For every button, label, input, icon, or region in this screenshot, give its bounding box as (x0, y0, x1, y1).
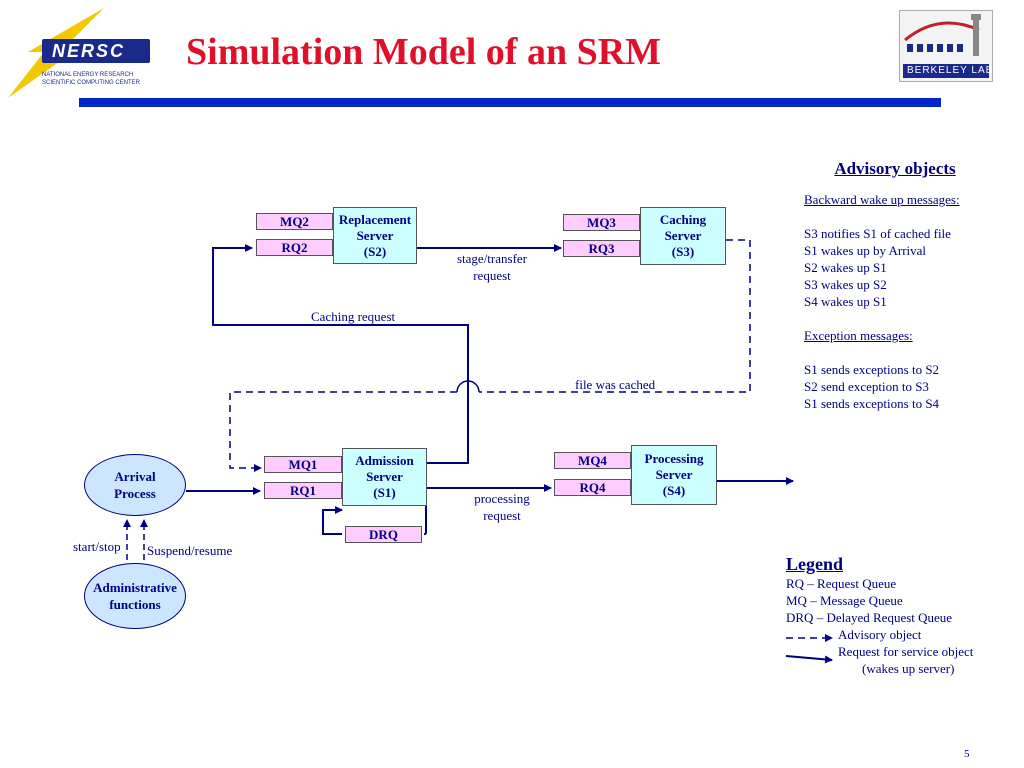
start-stop-label: start/stop (73, 539, 121, 554)
exception-item: S1 sends exceptions to S4 (804, 396, 940, 411)
legend-advisory-object: Advisory object (838, 627, 922, 642)
nersc-logo-subtext-2: SCIENTIFIC COMPUTING CENTER (42, 80, 141, 86)
rq2-queue: RQ2 (256, 239, 333, 256)
mq4-queue: MQ4 (554, 452, 631, 469)
s1-to-rq2-caching-request-arrow (212, 244, 469, 464)
page-number: 5 (964, 748, 970, 760)
advisory-objects-panel: Advisory objects Backward wake up messag… (790, 160, 1000, 412)
s3-line-3: (S3) (671, 244, 695, 259)
mq3-queue: MQ3 (563, 214, 640, 231)
admin-line-2: functions (109, 597, 161, 612)
stage-transfer-request-label: stage/transfer request (446, 250, 538, 284)
arrival-line-2: Process (114, 486, 156, 501)
exception-item: S1 sends exceptions to S2 (804, 362, 940, 377)
drq-loop-arrow (322, 506, 343, 535)
page-title: Simulation Model of an SRM (186, 31, 662, 73)
processing-server-s4: Processing Server (S4) (631, 445, 717, 505)
mq1-queue: MQ1 (264, 456, 342, 473)
stage-transfer-line-2: request (473, 268, 511, 283)
s1-line-1: Admission (355, 453, 414, 468)
backward-item: S3 notifies S1 of cached file (804, 226, 951, 241)
rq4-queue: RQ4 (554, 479, 631, 496)
berkeley-lab-logo: BERKELEY LAB (899, 10, 993, 82)
advisory-heading: Advisory objects (834, 159, 956, 178)
legend-request-object-note: (wakes up server) (862, 661, 955, 676)
legend-drq: DRQ – Delayed Request Queue (786, 610, 953, 625)
rq3-queue: RQ3 (563, 240, 640, 257)
replacement-server-s2: Replacement Server (S2) (333, 207, 417, 264)
nersc-logo-text: NERSC (52, 41, 126, 61)
backward-item: S1 wakes up by Arrival (804, 243, 927, 258)
s3-to-mq1-file-cached-arrow (479, 239, 751, 393)
header-banner-bar (79, 98, 941, 107)
arrival-line-1: Arrival (114, 469, 156, 484)
nersc-logo-subtext-1: NATIONAL ENERGY RESEARCH (42, 72, 134, 78)
backward-item: S4 wakes up S1 (804, 294, 887, 309)
suspend-resume-label: Suspend/resume (147, 543, 233, 558)
s3-line-2: Server (664, 228, 702, 243)
backward-wakeup-heading: Backward wake up messages: (804, 192, 960, 207)
s2-line-3: (S2) (363, 243, 387, 259)
berkeley-lab-logo-text: BERKELEY LAB (907, 65, 994, 76)
legend-panel: Legend RQ – Request Queue MQ – Message Q… (786, 553, 973, 677)
arrival-process: Arrival Process (84, 454, 186, 516)
caching-request-label: Caching request (311, 309, 396, 324)
backward-item: S3 wakes up S2 (804, 277, 887, 292)
s4-line-1: Processing (644, 451, 704, 466)
rq1-queue: RQ1 (264, 482, 342, 499)
drq-queue: DRQ (345, 526, 422, 543)
exception-heading: Exception messages: (804, 328, 913, 343)
legend-mq: MQ – Message Queue (786, 593, 903, 608)
nersc-logo-graphic (8, 8, 150, 98)
legend-request-object: Request for service object (838, 644, 974, 659)
backward-item: S2 wakes up S1 (804, 260, 887, 275)
s1-line-2: Server (366, 469, 403, 484)
admission-server-s1: Admission Server (S1) (342, 448, 427, 506)
crossover-hop (456, 380, 480, 393)
processing-request-line-2: request (483, 508, 521, 523)
admin-line-1: Administrative (93, 580, 177, 595)
s2-line-1: Replacement (338, 211, 412, 227)
legend-request-solid-line (785, 655, 833, 664)
processing-request-label: processing request (462, 490, 542, 524)
s4-line-3: (S4) (662, 483, 686, 498)
legend-rq: RQ – Request Queue (786, 576, 897, 591)
administrative-functions: Administrative functions (84, 563, 186, 629)
caching-server-s3: Caching Server (S3) (640, 207, 726, 265)
file-was-cached-label: file was cached (575, 377, 656, 392)
stage-transfer-line-1: stage/transfer (456, 251, 528, 266)
berkeley-lab-logo-graphic (899, 10, 993, 82)
s4-line-2: Server (655, 467, 693, 482)
processing-request-line-1: processing (474, 491, 530, 506)
nersc-logo: NERSC NATIONAL ENERGY RESEARCH SCIENTIFI… (4, 6, 164, 98)
s1-line-3: (S1) (373, 485, 396, 500)
s3-line-1: Caching (659, 212, 707, 227)
s2-line-2: Server (356, 227, 394, 243)
exception-item: S2 send exception to S3 (804, 379, 929, 394)
mq2-queue: MQ2 (256, 213, 333, 230)
legend-heading: Legend (786, 554, 844, 574)
